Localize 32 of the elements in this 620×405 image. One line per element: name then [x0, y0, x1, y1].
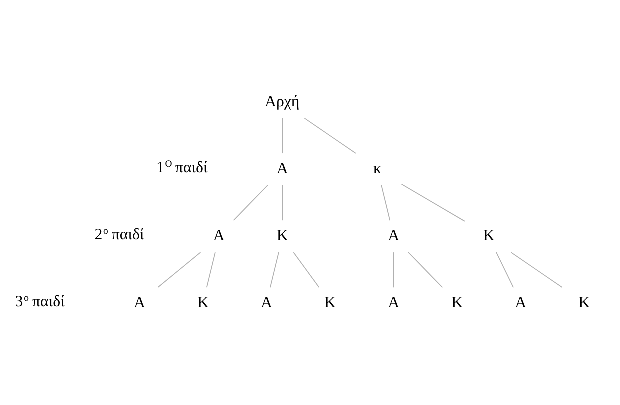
label: 3$^{o}$ παιδί [15, 292, 65, 310]
connector [393, 252, 394, 288]
connector [293, 252, 320, 288]
node-text: Κ [578, 294, 590, 311]
connector [158, 252, 202, 288]
connector [282, 184, 284, 221]
node-text: Α [515, 294, 527, 311]
connector [496, 252, 514, 288]
connector [510, 252, 563, 288]
node-text: Α [388, 226, 400, 244]
node-text: Κ [276, 226, 288, 244]
node-text: Α [388, 294, 400, 311]
connector [206, 252, 216, 288]
node-text: Κ [483, 226, 495, 244]
connector [401, 183, 466, 222]
connector [408, 252, 444, 288]
connector [282, 118, 284, 154]
node-text: Α [276, 160, 288, 177]
node-text: Κ [452, 294, 464, 311]
node-text: κ [374, 160, 382, 177]
node-text: Κ [198, 294, 209, 311]
label: 1$^{O}$ παιδί [156, 158, 208, 176]
connector [233, 184, 268, 221]
node-text: Αρχή [265, 92, 300, 110]
connector [304, 118, 356, 154]
node-text: Α [213, 226, 225, 244]
node-text: Α [261, 294, 272, 311]
node-text: Κ [324, 294, 336, 311]
connector [381, 184, 391, 221]
label: 2$^{o}$ παιδί [94, 226, 144, 244]
node-text: Α [134, 294, 146, 311]
connector [270, 252, 280, 288]
